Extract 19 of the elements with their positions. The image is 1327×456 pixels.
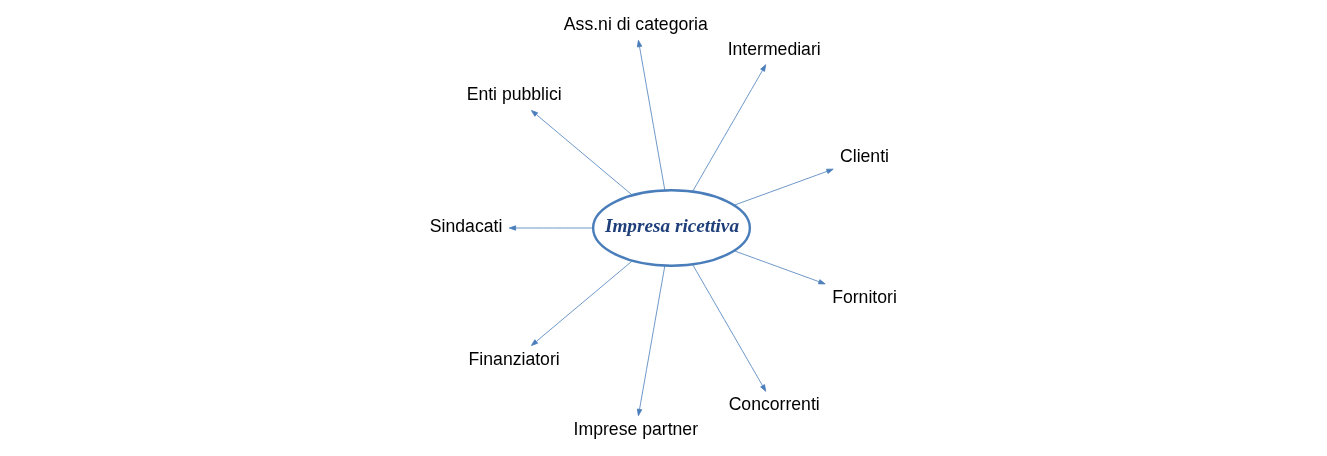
node-text: Clienti [840, 146, 889, 167]
node-text: Sindacati [429, 216, 503, 237]
node-text: Finanziatori [468, 348, 560, 369]
node-text: Fornitori [832, 286, 897, 307]
arrow [636, 39, 666, 191]
arrow [531, 260, 633, 346]
node-text: Imprese partner [573, 418, 699, 439]
arrow [531, 110, 633, 196]
node-text: Intermediari [727, 38, 821, 59]
arrow [692, 64, 767, 192]
arrow [636, 265, 666, 417]
arrow [508, 225, 594, 231]
node-text: Concorrenti [728, 394, 820, 415]
node-text: Enti pubblici [466, 84, 562, 105]
arrow [733, 250, 826, 285]
node-text: Ass.ni di categoria [563, 14, 708, 35]
arrow [692, 264, 767, 392]
arrow [733, 168, 834, 206]
node-ellipse: Impresa ricettiva [591, 189, 752, 267]
